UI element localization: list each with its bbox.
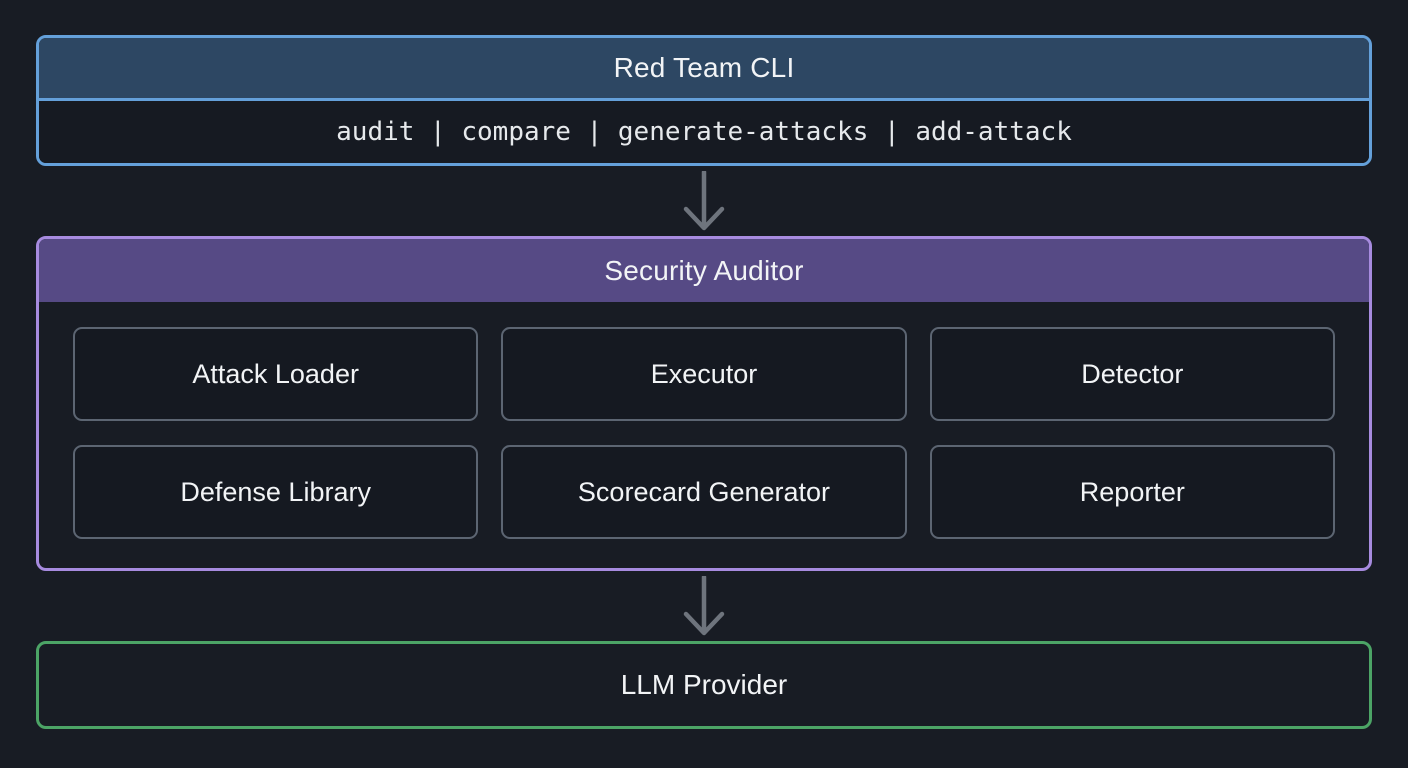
module-detector: Detector [929,327,1335,421]
module-reporter: Reporter [929,445,1335,539]
llm-provider-title: LLM Provider [620,669,788,700]
down-arrow-icon [683,576,725,636]
llm-provider-box: LLM Provider [36,641,1372,729]
red-team-cli-title: Red Team CLI [39,38,1369,101]
arrow-cli-to-auditor [36,166,1372,236]
module-defense-library: Defense Library [73,445,479,539]
module-scorecard-generator: Scorecard Generator [501,445,907,539]
security-auditor-box: Security Auditor Attack Loader Executor … [36,236,1372,571]
module-executor: Executor [501,327,907,421]
down-arrow-icon [683,171,725,231]
security-auditor-title: Security Auditor [39,239,1369,302]
module-attack-loader: Attack Loader [73,327,479,421]
arrow-auditor-to-provider [36,571,1372,641]
auditor-module-grid: Attack Loader Executor Detector Defense … [39,302,1369,568]
red-team-cli-box: Red Team CLI audit | compare | generate-… [36,35,1372,166]
cli-commands-list: audit | compare | generate-attacks | add… [39,101,1369,163]
